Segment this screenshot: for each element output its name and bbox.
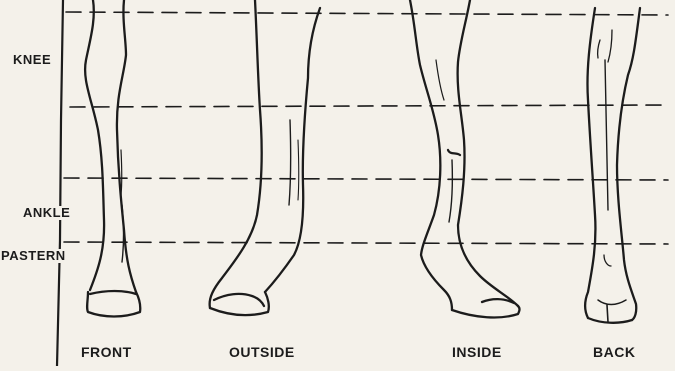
- front-leg-drawing: [85, 0, 140, 317]
- dashed-line-upper: [70, 105, 668, 107]
- inside-view-label: INSIDE: [451, 345, 503, 359]
- dashed-line-pastern: [64, 242, 668, 244]
- inside-leg-drawing: [410, 0, 520, 317]
- outside-leg-drawing: [210, 0, 320, 315]
- front-view-label: FRONT: [80, 345, 133, 359]
- reference-vertical-line: [57, 0, 63, 366]
- back-leg-drawing: [585, 8, 640, 323]
- pastern-label: PASTERN: [0, 249, 67, 263]
- dashed-line-top: [66, 12, 668, 15]
- dashed-line-ankle: [64, 178, 668, 180]
- outside-view-label: OUTSIDE: [228, 345, 296, 359]
- back-view-label: BACK: [592, 345, 636, 359]
- ankle-label: ANKLE: [22, 206, 71, 220]
- knee-label: KNEE: [12, 53, 52, 67]
